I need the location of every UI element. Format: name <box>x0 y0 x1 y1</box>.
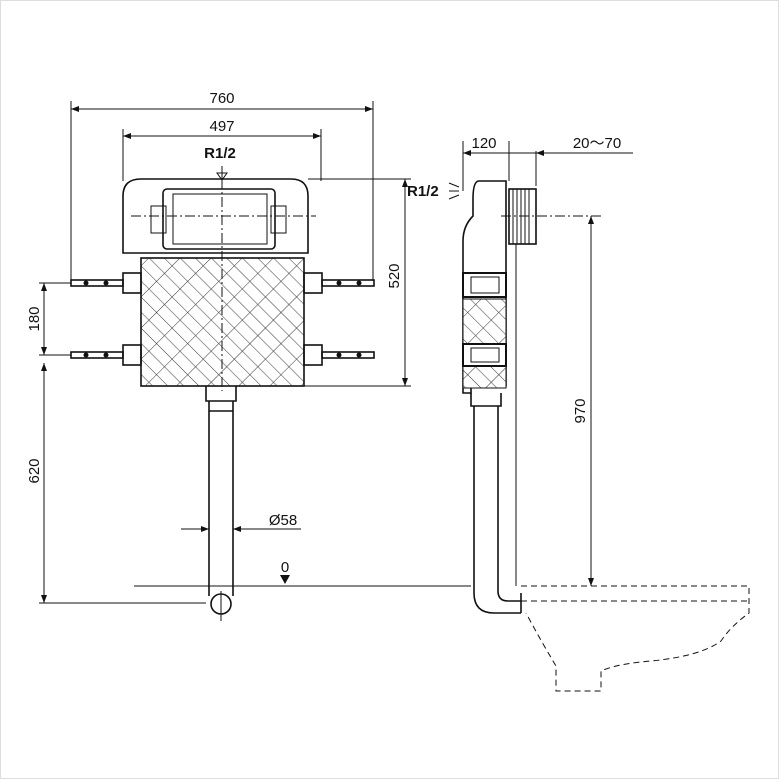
dim-tank-height: 520 <box>386 263 403 288</box>
dim-wall-range: 20～70 <box>573 135 621 152</box>
dim-floor-to-flush: 970 <box>572 398 589 423</box>
label-zero-level: 0 <box>281 559 289 576</box>
front-view <box>39 101 471 621</box>
label-inlet-side: R1/2 <box>407 183 439 200</box>
dim-pipe-diameter: Ø58 <box>269 512 297 529</box>
label-inlet-front: R1/2 <box>204 145 236 162</box>
dim-frame-width: 497 <box>209 118 234 135</box>
side-view <box>448 141 750 692</box>
dim-floor-to-bracket: 620 <box>26 458 43 483</box>
zero-level-marker-icon <box>280 575 290 584</box>
dim-depth: 120 <box>471 135 496 152</box>
dim-overall-width: 760 <box>209 90 234 107</box>
dim-bracket-spacing: 180 <box>26 306 43 331</box>
